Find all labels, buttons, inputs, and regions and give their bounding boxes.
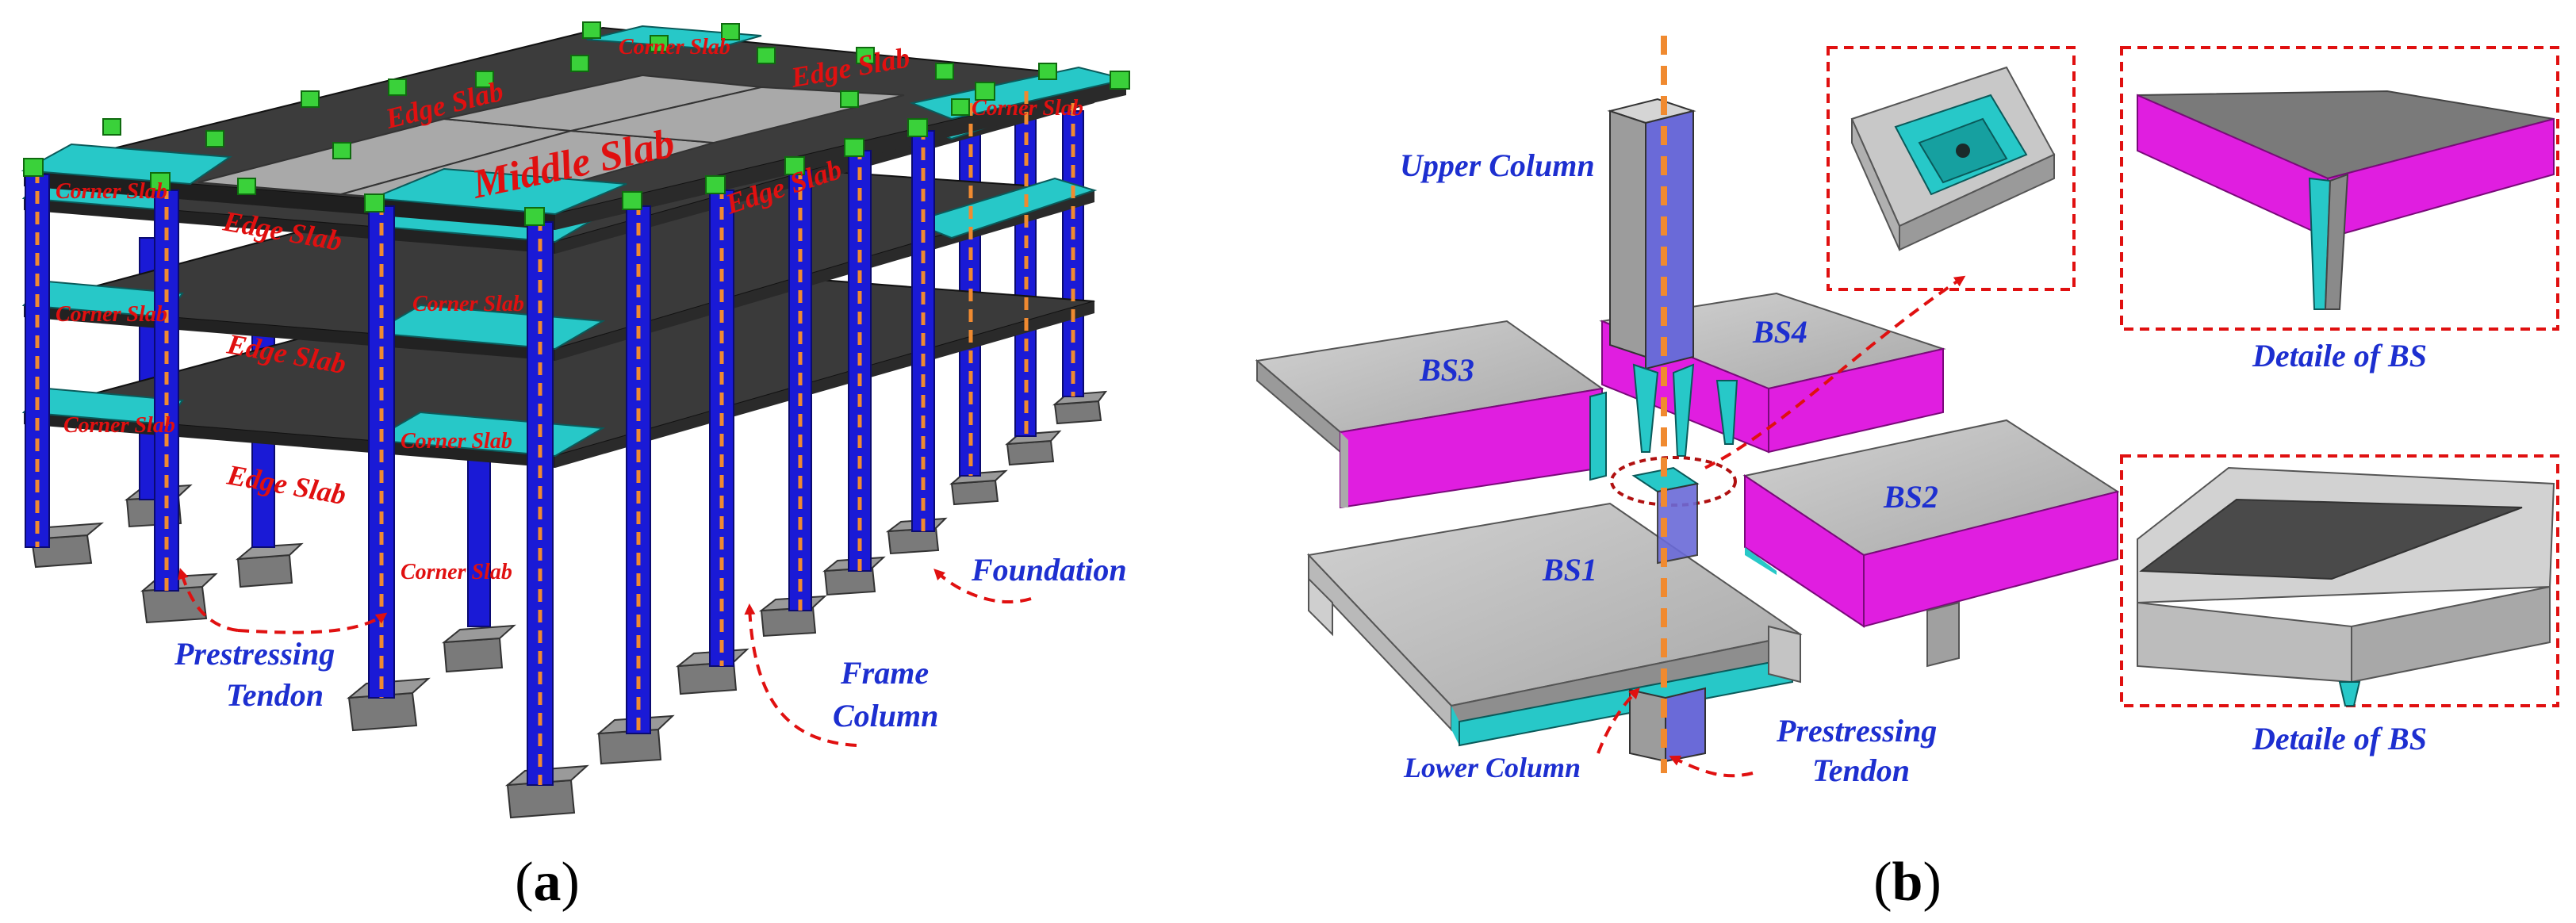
corner-slab-label: Corner Slab — [56, 179, 167, 204]
detail-bs-label-top: Detaile of BS — [2252, 338, 2427, 373]
anchor-cap — [1038, 63, 1057, 80]
corner-slab-label: Corner Slab — [401, 429, 512, 454]
corner-slab-roof — [21, 143, 232, 186]
panel-b-labels: Upper Column BS3 BS4 BS2 BS1 Lower Colum… — [1400, 147, 2427, 788]
bs2-slab — [1742, 419, 2120, 668]
bs1-slab — [1306, 502, 1803, 747]
panel-b: Upper Column BS3 BS4 BS2 BS1 Lower Colum… — [1255, 36, 2559, 913]
panel-b-callouts — [1597, 275, 1966, 778]
bs3-label: BS3 — [1419, 352, 1474, 388]
anchor-cap — [150, 172, 171, 191]
panel-b-caption: (b) — [1873, 852, 1942, 913]
upper-column — [1607, 98, 1738, 457]
anchor-cap — [975, 82, 995, 101]
detail-inset-bs-top — [2120, 46, 2559, 331]
anchor-cap — [705, 175, 726, 194]
anchor-cap — [364, 193, 385, 213]
anchor-cap — [332, 142, 351, 159]
anchor-cap — [102, 118, 121, 136]
tendon-callout-arrow — [178, 568, 239, 632]
bs2-label: BS2 — [1883, 479, 1938, 515]
corner-slab-label: Corner Slab — [619, 35, 730, 59]
anchor-cap — [475, 71, 494, 88]
frame-column — [527, 221, 554, 786]
anchor-cap — [951, 98, 970, 116]
anchor-cap — [840, 90, 859, 108]
panel-a: Corner Slab Corner Slab Corner Slab Corn… — [21, 21, 1130, 913]
anchor-cap — [721, 23, 740, 40]
foundation-block — [441, 624, 516, 673]
anchor-cap — [23, 158, 44, 177]
corner-slab-label: Corner Slab — [412, 292, 524, 316]
tendon-b-callout-arrow — [1669, 755, 1754, 778]
frame-column-label: Column — [833, 698, 938, 733]
edge-slab-label: Edge Slab — [224, 458, 349, 511]
lower-column-callout-arrow — [1597, 687, 1640, 754]
anchor-cap — [907, 118, 928, 137]
anchor-cap — [582, 21, 601, 39]
anchor-cap — [237, 178, 256, 195]
lower-column — [1629, 482, 1706, 763]
detail-inset-bs-bottom — [2120, 454, 2559, 707]
anchor-cap — [856, 47, 875, 64]
anchor-cap — [935, 63, 954, 80]
frame-column-label: Frame — [840, 655, 929, 691]
prestressing-tendon-label: Tendon — [226, 677, 324, 713]
frame-column — [709, 190, 734, 667]
anchor-caps — [23, 21, 1130, 226]
joint-to-detail-arrow — [1704, 275, 1966, 469]
panel-a-callouts — [178, 568, 1032, 747]
bs4-label: BS4 — [1752, 314, 1807, 350]
lower-column-label: Lower Column — [1403, 752, 1581, 783]
corner-slab-label: Corner Slab — [63, 413, 175, 438]
detail-inset-anchor — [1827, 46, 2076, 291]
anchor-cap — [784, 156, 805, 175]
foundation-block — [949, 469, 1008, 506]
anchor-cap — [844, 138, 864, 157]
corner-slab-roof — [372, 167, 627, 216]
tendon-callout-arrow — [237, 612, 388, 634]
anchor-cap — [388, 79, 407, 96]
anchor-cap — [757, 47, 776, 64]
frame-column-callout-arrow — [744, 603, 857, 747]
bs1-label: BS1 — [1542, 552, 1597, 588]
prestressing-tendon-label: Prestressing — [174, 636, 335, 672]
corner-slab-label: Corner Slab — [401, 560, 512, 584]
prestressing-tendons — [35, 91, 1075, 785]
anchor-cap — [1110, 71, 1130, 90]
anchor-cap — [622, 191, 642, 210]
anchor-cap — [205, 130, 224, 147]
anchor-cap — [650, 35, 669, 52]
panel-a-caption: (a) — [515, 852, 580, 913]
bs3-slab — [1255, 320, 1607, 509]
anchor-cap — [570, 55, 589, 72]
anchor-cap — [524, 207, 545, 226]
foundation-block — [235, 542, 304, 588]
corner-slab-roof — [586, 25, 762, 51]
detail-bs-label-bottom: Detaile of BS — [2252, 721, 2427, 756]
corner-slab-label: Corner Slab — [56, 302, 167, 327]
foundation-label: Foundation — [971, 552, 1127, 588]
corner-slab-label: Corner Slab — [972, 96, 1083, 121]
prestressing-tendon-label: Prestressing — [1776, 713, 1937, 749]
foundation-callout-arrow — [933, 569, 1032, 604]
anchor-cap — [301, 90, 320, 108]
upper-column-label: Upper Column — [1400, 147, 1595, 183]
prestressing-tendon-label: Tendon — [1812, 753, 1910, 788]
